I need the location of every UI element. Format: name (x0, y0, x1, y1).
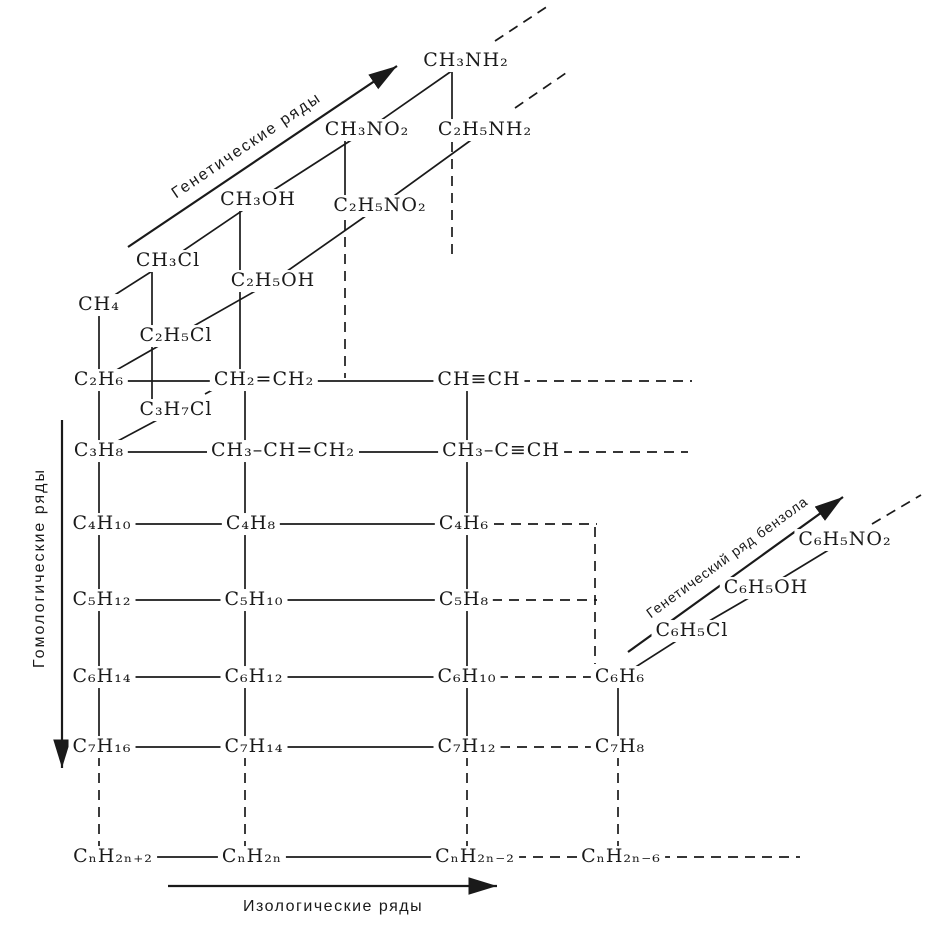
formula-arene-general: CₙH₂ₙ₋₆ (577, 846, 665, 868)
formula-phenol: C₆H₅OH (719, 577, 813, 599)
formula-nitrobenzene: C₆H₅NO₂ (794, 529, 896, 551)
formula-ethane: C₂H₆ (69, 369, 129, 391)
formula-heptyne: C₇H₁₂ (433, 736, 501, 758)
formula-pentane: C₅H₁₂ (68, 589, 136, 611)
formula-benzene: C₆H₆ (590, 666, 650, 688)
formula-pentene: C₅H₁₀ (220, 589, 288, 611)
formula-methyl-chloride: CH₃Cl (131, 250, 205, 272)
formula-butene: C₄H₈ (221, 513, 281, 535)
formula-pentyne: C₅H₈ (434, 589, 494, 611)
formula-propane: C₃H₈ (69, 440, 129, 462)
genetic-series-arrow (127, 65, 398, 248)
formula-heptene: C₇H₁₄ (220, 736, 288, 758)
formula-toluene: C₇H₈ (590, 736, 650, 758)
formula-alkyne-general: CₙH₂ₙ₋₂ (431, 846, 519, 868)
formula-nitroethane: C₂H₅NO₂ (329, 195, 431, 217)
formula-ethyl-chloride: C₂H₅Cl (135, 325, 217, 347)
formula-propyl-chloride: C₃H₇Cl (135, 399, 217, 421)
formula-nitromethane: CH₃NO₂ (320, 119, 414, 141)
dashed-connections (98, 5, 922, 858)
formula-hexyne: C₆H₁₀ (433, 666, 501, 688)
homologous-series-label: Гомологические ряды (31, 468, 48, 668)
formula-chlorobenzene: C₆H₅Cl (651, 620, 733, 642)
formula-alkene-general: CₙH₂ₙ (217, 846, 287, 868)
formula-ethanol: C₂H₅OH (226, 270, 320, 292)
formula-heptane: C₇H₁₆ (68, 736, 136, 758)
formula-ethylamine: C₂H₅NH₂ (433, 119, 537, 141)
formula-propylene: CH₃–CH=CH₂ (207, 440, 359, 462)
formula-ethylene: CH₂=CH₂ (209, 369, 319, 391)
formula-alkane-general: CₙH₂ₙ₊₂ (69, 846, 157, 868)
formula-propyne: CH₃–C≡CH (438, 440, 564, 462)
formula-acetylene: CH≡CH (433, 369, 525, 391)
formula-methanol: CH₃OH (216, 189, 300, 211)
benzene-genetic-series-line (619, 539, 846, 678)
isologous-series-label: Изологические ряды (242, 898, 424, 915)
formula-hexene: C₆H₁₂ (220, 666, 288, 688)
formula-methylamine: CH₃NH₂ (419, 50, 513, 72)
formula-butyne: C₄H₆ (434, 513, 494, 535)
formula-butane: C₄H₁₀ (68, 513, 136, 535)
formula-hexane: C₆H₁₄ (68, 666, 136, 688)
formula-methane: CH₄ (74, 294, 124, 316)
